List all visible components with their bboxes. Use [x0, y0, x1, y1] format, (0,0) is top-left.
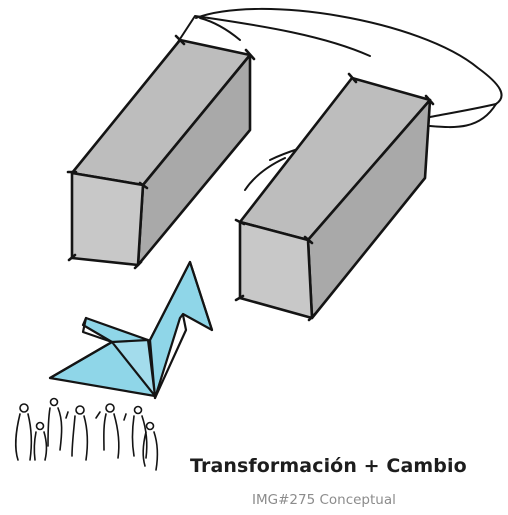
left-block [66, 34, 256, 270]
caption-subtitle: IMG#275 Conceptual [252, 492, 396, 508]
blue-arrow [48, 260, 214, 400]
caption-title: Transformación + Cambio [190, 455, 467, 477]
right-block [234, 72, 435, 322]
people-crowd [15, 397, 159, 471]
